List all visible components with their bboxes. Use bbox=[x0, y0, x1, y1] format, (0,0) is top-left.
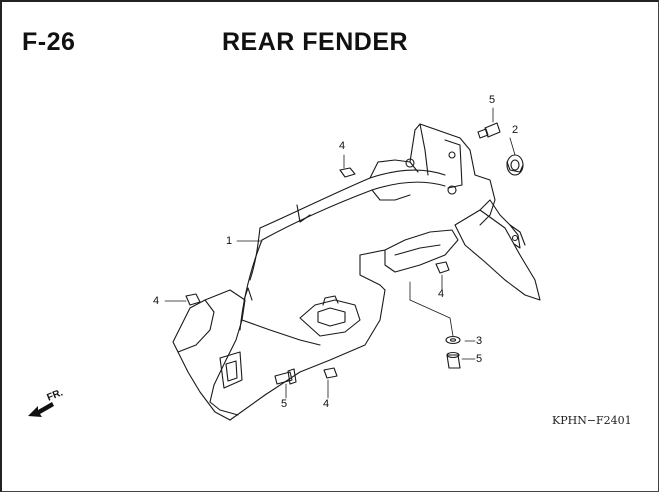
bolt-part-top bbox=[477, 122, 501, 139]
clip-nut-part-mid bbox=[435, 261, 450, 274]
grommet-part bbox=[506, 154, 524, 176]
leader-lines bbox=[164, 107, 516, 399]
callout-5-right: 5 bbox=[476, 353, 483, 365]
clip-nut-part-left bbox=[185, 293, 201, 306]
washer-part bbox=[445, 335, 461, 345]
callout-4-bottom: 4 bbox=[323, 398, 330, 410]
section-title: REAR FENDER bbox=[222, 28, 409, 56]
clip-nut-part-bottom bbox=[323, 367, 338, 379]
rear-fender-part bbox=[172, 123, 541, 421]
section-code: F-26 bbox=[22, 28, 76, 56]
bolt-part-left bbox=[274, 368, 297, 385]
callout-5-left: 5 bbox=[281, 398, 288, 410]
callout-4-left: 4 bbox=[153, 295, 160, 307]
reference-code: KPHN−F2401 bbox=[552, 414, 632, 427]
bolt-part-bottom bbox=[446, 351, 461, 369]
callout-4-mid: 4 bbox=[438, 288, 445, 300]
callout-3: 3 bbox=[476, 335, 483, 347]
callout-2: 2 bbox=[512, 124, 519, 136]
callout-4-top: 4 bbox=[339, 140, 346, 152]
direction-arrow-icon bbox=[28, 402, 54, 417]
callout-1: 1 bbox=[226, 235, 233, 247]
callout-5-top: 5 bbox=[489, 94, 496, 106]
clip-nut-part-top bbox=[339, 167, 356, 178]
